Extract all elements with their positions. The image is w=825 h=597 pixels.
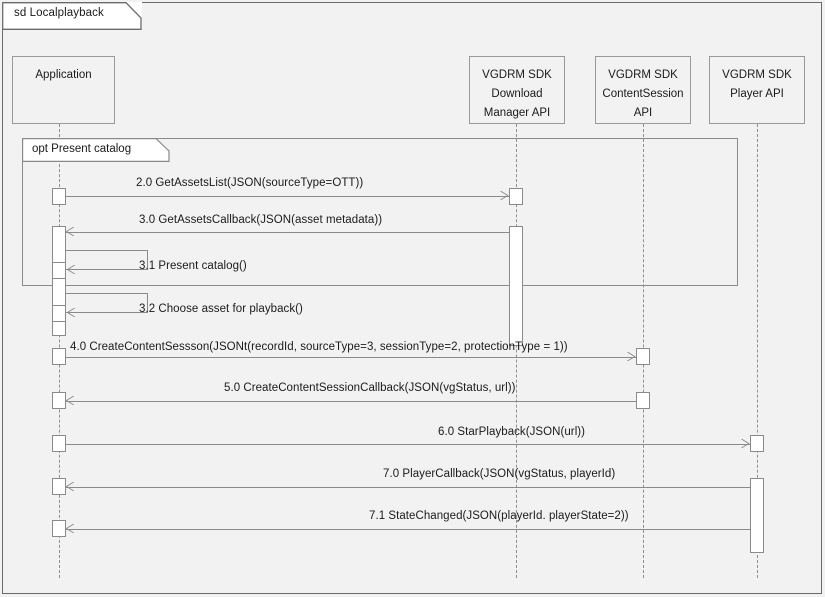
- activation-bar-application[interactable]: [52, 478, 66, 495]
- diagram-title: sd Localplayback: [14, 7, 104, 19]
- self-message-3.1[interactable]: [66, 250, 148, 270]
- message-line-7.0[interactable]: [66, 487, 750, 488]
- activation-bar-content-session-api[interactable]: [636, 392, 650, 409]
- message-line-7.1[interactable]: [66, 529, 750, 530]
- message-arrowhead: [66, 395, 75, 405]
- message-label-5.0: 5.0 CreateContentSessionCallback(JSON(vg…: [224, 382, 516, 394]
- lifeline-label-line: Manager API: [483, 107, 551, 119]
- lifeline-label-line: Player API: [730, 88, 784, 100]
- lifeline-label-line: VGDRM SDK: [608, 69, 678, 81]
- activation-bar-application[interactable]: [52, 348, 66, 365]
- diagram-title-tab: sd Localplayback: [2, 2, 142, 30]
- message-label-6.0: 6.0 StarPlayback(JSON(url)): [438, 426, 586, 438]
- self-message-3.2[interactable]: [66, 293, 148, 313]
- message-arrowhead: [66, 226, 75, 236]
- combined-fragment-opt[interactable]: [22, 138, 738, 286]
- message-label-7.1: 7.1 StateChanged(JSON(playerId. playerSt…: [369, 510, 629, 522]
- message-label-7.0: 7.0 PlayerCallback(JSON(vgStatus, player…: [383, 468, 616, 480]
- title-tab-shape: [2, 2, 142, 30]
- message-line-5.0[interactable]: [66, 401, 636, 402]
- lifeline-player-api: [757, 124, 758, 578]
- message-arrowhead: [67, 264, 76, 274]
- message-label-3.1: 3.1 Present catalog(): [139, 260, 247, 272]
- message-label-3.2: 3.2 Choose asset for playback(): [139, 303, 303, 315]
- lifeline-label-line: ContentSession: [602, 88, 684, 100]
- message-arrowhead: [66, 523, 75, 533]
- lifeline-header-application[interactable]: Application: [12, 56, 115, 124]
- message-line-6.0[interactable]: [66, 444, 750, 445]
- activation-bar-application[interactable]: [52, 520, 66, 537]
- message-label-3.0: 3.0 GetAssetsCallback(JSON(asset metadat…: [139, 214, 383, 226]
- message-arrowhead: [741, 438, 750, 448]
- message-line-2.0[interactable]: [66, 196, 509, 197]
- lifeline-label-line: Download: [491, 88, 543, 100]
- lifeline-header-player-api[interactable]: VGDRM SDK Player API: [709, 56, 805, 124]
- activation-bar-player-api[interactable]: [750, 478, 764, 553]
- lifeline-label-line: VGDRM SDK: [482, 69, 552, 81]
- activation-bar-application[interactable]: [52, 435, 66, 452]
- activation-bar-application[interactable]: [52, 188, 66, 205]
- message-label-4.0: 4.0 CreateContentSessson(JSONt(recordId,…: [70, 341, 568, 353]
- message-label-2.0: 2.0 GetAssetsList(JSON(sourceType=OTT)): [136, 177, 364, 189]
- activation-bar-player-api[interactable]: [750, 435, 764, 452]
- activation-bar-application[interactable]: [52, 305, 66, 322]
- activation-bar-download-manager-api[interactable]: [509, 226, 523, 346]
- message-line-3.0[interactable]: [66, 232, 509, 233]
- activation-bar-application[interactable]: [52, 262, 66, 279]
- fragment-operator-label: opt Present catalog: [32, 143, 132, 155]
- message-line-4.0[interactable]: [66, 357, 636, 358]
- fragment-operator-tab: [22, 138, 170, 162]
- lifeline-label-line: API: [633, 107, 653, 119]
- message-arrowhead: [67, 307, 76, 317]
- message-arrowhead: [500, 190, 509, 200]
- message-arrowhead: [66, 481, 75, 491]
- activation-bar-application[interactable]: [52, 392, 66, 409]
- lifeline-label-line: VGDRM SDK: [722, 69, 792, 81]
- lifeline-label-line: Application: [35, 69, 92, 81]
- activation-bar-content-session-api[interactable]: [636, 348, 650, 365]
- message-arrowhead: [627, 351, 636, 361]
- activation-bar-download-manager-api[interactable]: [509, 188, 523, 205]
- lifeline-download-manager-api: [516, 124, 517, 578]
